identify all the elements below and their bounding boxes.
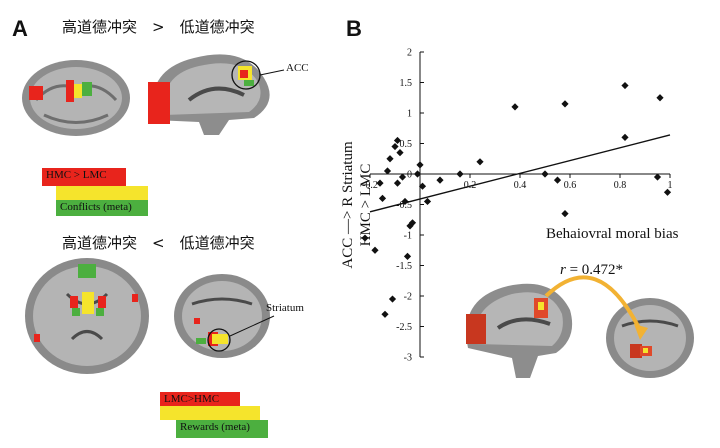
data-point bbox=[511, 103, 519, 111]
data-point bbox=[378, 194, 387, 202]
x-tick-label: 0.4 bbox=[514, 180, 527, 191]
data-point bbox=[621, 81, 629, 90]
correlation-annotation: r = 0.472* bbox=[560, 262, 623, 279]
data-point bbox=[653, 173, 662, 181]
data-point bbox=[401, 197, 409, 206]
coronal-brain-top bbox=[22, 60, 130, 136]
x-tick-label: 0.6 bbox=[564, 180, 577, 191]
data-point bbox=[656, 94, 664, 102]
y-axis-label-line2: HMC > LMC bbox=[358, 164, 374, 247]
data-point bbox=[418, 182, 427, 190]
inset-brains bbox=[466, 275, 694, 378]
legend-bottom-red: LMC>HMC bbox=[160, 392, 240, 406]
data-point bbox=[436, 176, 444, 184]
y-tick-label: -3 bbox=[404, 353, 412, 364]
y-tick-label: -2 bbox=[404, 292, 412, 303]
legend-top-yellow bbox=[56, 186, 148, 200]
top-contrast-title: 高道德冲突 > 低道德冲突 bbox=[62, 18, 255, 36]
y-tick-label: 1 bbox=[407, 109, 412, 120]
data-point bbox=[413, 170, 422, 178]
data-point bbox=[396, 149, 404, 157]
r-symbol: r bbox=[560, 262, 566, 278]
x-axis-label: Behaiovral moral bias bbox=[546, 226, 679, 242]
panel-b-letter: B bbox=[346, 16, 362, 41]
data-point bbox=[376, 179, 384, 187]
legend-bottom-green: Rewards (meta) bbox=[176, 420, 268, 438]
legend-bottom-label2: Rewards (meta) bbox=[180, 421, 250, 433]
coronal-brain-bottom bbox=[174, 274, 275, 358]
y-tick-label: 2 bbox=[407, 48, 412, 59]
data-point bbox=[393, 179, 402, 187]
y-axis-label-line1: ACC —> R Striatum bbox=[340, 141, 356, 269]
data-point bbox=[361, 234, 369, 242]
data-point bbox=[383, 167, 392, 175]
legend-top-label2: Conflicts (meta) bbox=[60, 201, 132, 213]
data-point bbox=[663, 188, 672, 196]
data-point bbox=[561, 100, 569, 108]
data-point bbox=[561, 210, 569, 218]
bottom-brain-images bbox=[25, 258, 275, 374]
y-tick-label: -0.5 bbox=[396, 200, 412, 211]
acc-callout: ACC bbox=[286, 62, 309, 74]
chart-points bbox=[361, 81, 672, 318]
panel-a-letter: A bbox=[12, 16, 28, 41]
axial-brain bbox=[25, 258, 149, 374]
bottom-contrast-title: 高道德冲突 < 低道德冲突 bbox=[62, 234, 255, 252]
x-tick-label: 0.8 bbox=[614, 180, 627, 191]
y-tick-label: -2.5 bbox=[396, 322, 412, 333]
inset-sagittal-brain bbox=[466, 283, 573, 378]
data-point bbox=[391, 142, 399, 151]
data-point bbox=[388, 295, 397, 303]
data-point bbox=[403, 252, 412, 260]
y-tick-label: -1.5 bbox=[396, 261, 412, 272]
y-tick-label: 0 bbox=[407, 170, 412, 181]
x-tick-label: 1 bbox=[668, 180, 673, 191]
data-point bbox=[393, 136, 402, 145]
arrow-head-icon bbox=[634, 324, 648, 340]
chart-fit-line bbox=[369, 134, 671, 213]
data-point bbox=[416, 161, 424, 169]
data-point bbox=[541, 170, 549, 178]
legend-top-green: Conflicts (meta) bbox=[56, 200, 148, 216]
legend-bottom-label1: LMC>HMC bbox=[164, 393, 220, 405]
legend-top-label1: HMC > LMC bbox=[46, 169, 107, 181]
data-point bbox=[456, 170, 464, 178]
y-tick-label: -1 bbox=[404, 231, 412, 242]
data-point bbox=[621, 133, 629, 141]
data-point bbox=[553, 176, 562, 184]
data-point bbox=[476, 158, 484, 166]
scatter-plot: ACC —> R Striatum HMC > LMC 2 1.5 1 0.5 0 -0.… bbox=[340, 48, 679, 364]
data-point bbox=[406, 222, 414, 230]
striatum-callout: Striatum bbox=[266, 302, 304, 314]
sagittal-brain-top bbox=[148, 54, 285, 135]
top-brain-images bbox=[22, 54, 285, 136]
regression-line bbox=[369, 134, 671, 213]
data-point bbox=[381, 310, 389, 318]
data-point bbox=[386, 155, 394, 163]
inset-coronal-brain bbox=[606, 298, 694, 378]
connectivity-arrow bbox=[544, 275, 642, 331]
y-tick-label: 0.5 bbox=[400, 139, 413, 150]
x-tick-label: -0.2 bbox=[362, 180, 378, 191]
data-point bbox=[423, 197, 432, 206]
legend-bottom-yellow bbox=[160, 406, 260, 420]
data-point bbox=[371, 246, 379, 254]
data-point bbox=[398, 173, 407, 181]
data-point bbox=[408, 219, 417, 227]
legend-top-red: HMC > LMC bbox=[42, 168, 126, 186]
y-tick-label: 1.5 bbox=[400, 78, 413, 89]
r-value: = 0.472* bbox=[569, 262, 624, 278]
